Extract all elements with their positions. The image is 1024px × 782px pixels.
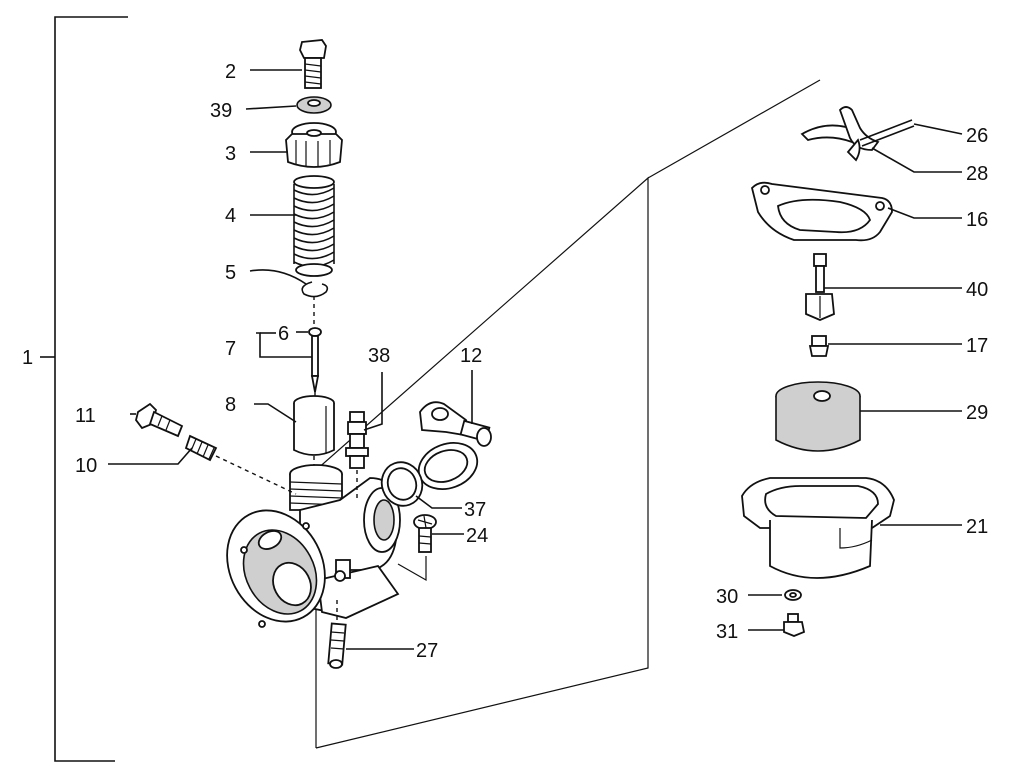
label-2: 2 [225, 61, 236, 83]
part-31-bolt [783, 613, 806, 637]
label-40: 40 [966, 279, 988, 301]
label-39: 39 [210, 100, 232, 122]
part-29-float [775, 381, 861, 452]
assembly-bracket [40, 16, 128, 762]
part-21-float-bowl [741, 477, 895, 579]
label-21: 21 [966, 516, 988, 538]
part-8-throttle-valve [293, 395, 335, 456]
part-38-nipple [345, 411, 369, 500]
label-17: 17 [966, 335, 988, 357]
part-3-cap [285, 122, 343, 168]
label-6: 6 [278, 323, 289, 345]
part-39-nut [296, 96, 332, 114]
label-29: 29 [966, 402, 988, 424]
part-10-spring [184, 434, 297, 495]
label-24: 24 [466, 525, 488, 547]
section-divider [315, 79, 821, 749]
label-3: 3 [225, 143, 236, 165]
part-17-jet [808, 335, 830, 357]
part-12-clamp [417, 401, 492, 490]
part-24-screw [397, 514, 437, 582]
part-40-needle-valve [805, 253, 835, 321]
part-6-7-needle [308, 327, 322, 393]
label-27: 27 [416, 640, 438, 662]
part-4-spring [293, 175, 335, 277]
label-31: 31 [716, 621, 738, 643]
label-11: 11 [75, 405, 96, 427]
carburetor-body [226, 464, 401, 628]
part-37-gasket [380, 461, 424, 507]
part-5-clip [301, 281, 329, 298]
label-37: 37 [464, 499, 486, 521]
part-11-bolt [135, 402, 184, 438]
label-26: 26 [966, 125, 988, 147]
label-30: 30 [716, 586, 738, 608]
label-8: 8 [225, 394, 236, 416]
label-7: 7 [225, 338, 236, 360]
label-4: 4 [225, 205, 236, 227]
callout-labels: 1 2 39 3 4 5 6 7 8 38 12 11 10 37 24 27 … [22, 61, 988, 662]
label-28: 28 [966, 163, 988, 185]
label-16: 16 [966, 209, 988, 231]
part-27-drain [327, 600, 347, 669]
label-1: 1 [22, 347, 33, 369]
part-30-washer [784, 589, 802, 601]
part-26-28-float-arm [800, 106, 915, 162]
label-12: 12 [460, 345, 482, 367]
part-16-gasket [751, 181, 893, 242]
label-10: 10 [75, 455, 97, 477]
label-38: 38 [368, 345, 390, 367]
leader-lines [108, 69, 963, 650]
part-2-bolt [299, 39, 327, 89]
label-5: 5 [225, 262, 236, 284]
